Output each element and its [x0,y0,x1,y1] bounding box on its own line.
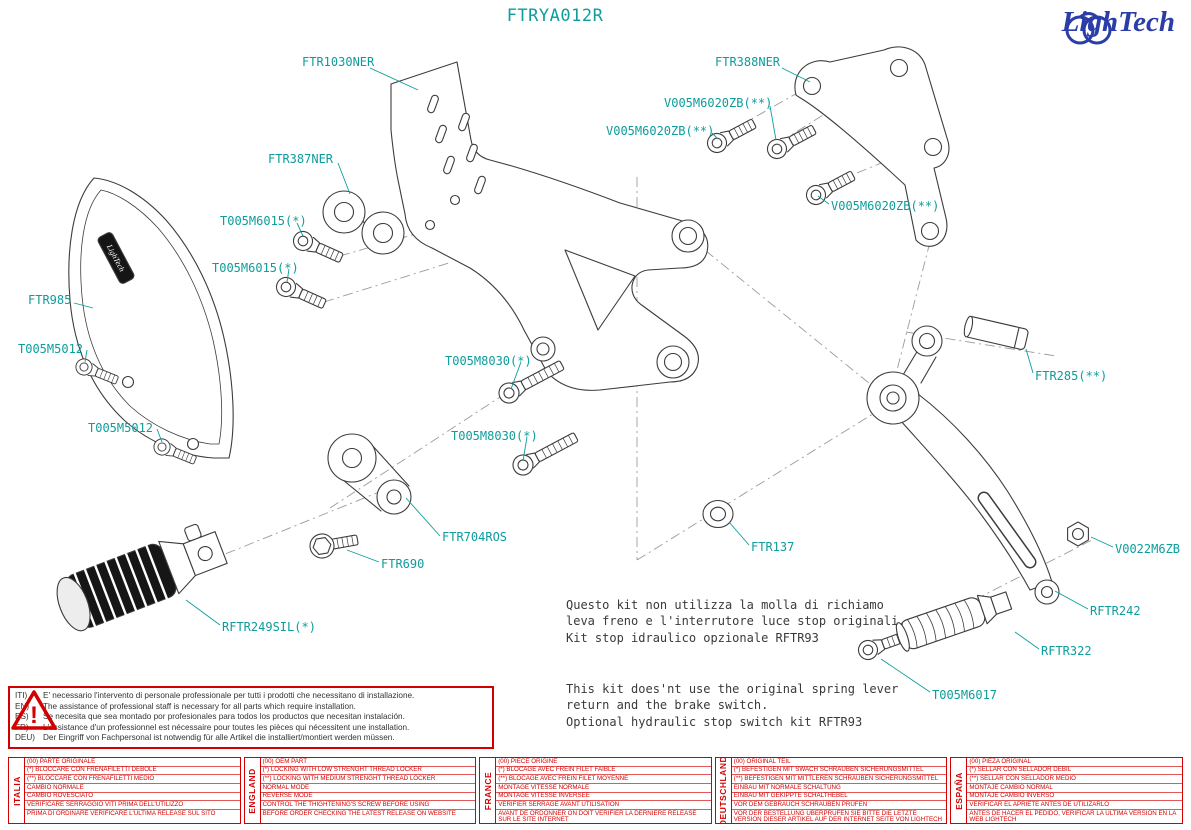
part-label-rftr322: RFTR322 [1041,644,1092,658]
legend-row: (**) SELLAR CON SELLADOR MEDIO [967,774,1182,783]
brand-logo-icon [1065,12,1112,45]
legend-row: (00) PIECE ORIGINE [498,757,558,765]
part-link-plate [327,433,412,515]
legend-country-label: FRANCE [480,758,497,823]
part-hex-bolt [309,533,359,559]
legend-row: (**) BEFESTIGEN MIT MITTLEREN SCHRAUBEN … [731,774,947,783]
part-pivot-pin [963,315,1029,350]
legend-row: ANTES DE HACER EL PEDIDO, VERIFICAR LA U… [967,809,1182,823]
legend-row: VOR DER BESTELLUNG UBERPRUFEN SIE BITTE … [731,809,947,823]
legend-box-espana: ESPAÑA (00) PIEZA ORIGINAL (*) SELLAR CO… [950,757,1183,824]
warning-box: ! ITI)E' necessario l'intervento di pers… [8,686,494,749]
legend-row: VOR DEM GEBRAUCH SCHRAUBEN PRÜFEN [731,800,947,809]
legend-row: (*) BEFESTIGEN MIT SWACH SCHRAUBEN SICHE… [731,765,947,775]
legend-country-label: DEUTSCHLAND [716,758,732,823]
part-main-plate [390,61,709,391]
part-heel-guard: LighTech [68,177,234,459]
legend-country-label: ITALIA [9,758,25,823]
warning-text: ITI)E' necessario l'intervento di person… [15,691,487,744]
legend-row: MONTAJE CAMBIO INVERSO [967,791,1182,801]
legend-row: MONTAGE VITESSE NORMALE [496,783,711,792]
part-label-t005m6015-2: T005M6015(*) [212,261,299,275]
legend-row: (*) BLOCCARE CON FRENAFILETTI DEBOLE [25,765,240,775]
part-shift-lever [866,325,1060,605]
legend-box-italia: ITALIA (00) PARTE ORIGINALE (*) BLOCCARE… [8,757,241,824]
legend-strip: ITALIA (00) PARTE ORIGINALE (*) BLOCCARE… [8,757,1183,824]
legend-row: (*) SELLAR CON SELLADOR DEBIL [967,765,1182,775]
part-label-t005m6015-1: T005M6015(*) [220,214,307,228]
legend-row: EINBAU MIT GEKIPPTE SCHALTHEBEL [731,791,947,801]
warning-triangle-icon: ! [11,690,57,730]
legend-row: (*) LOCKING WITH LOW STRENGHT THREAD LOC… [260,765,476,775]
leader-lines [73,67,1114,693]
legend-row: EINBAU MIT NORMALE SCHALTUNG [731,783,947,792]
legend-row: (**) LOCKING WITH MEDIUM STRENGHT THREAD… [260,774,476,783]
part-clamp [322,190,405,255]
part-label-v005m6020zb-3: V005M6020ZB(**) [831,199,940,213]
legend-row: PRIMA DI ORDINARE VERIFICARE L'ULTIMA RE… [25,809,240,818]
legend-row: (00) PARTE ORIGINALE [27,757,96,765]
legend-row: VERIFIER SERRAGE AVANT UTILISATION [496,800,711,809]
page-title: FTRYA012R [506,6,604,26]
legend-row: REVERSE MODE [260,791,476,801]
part-nut [1067,521,1089,547]
legend-row: VERIFICAR EL APRIETE ANTES DE UTILIZARLO [967,800,1182,809]
brand-logo-text: LighTech [1061,6,1175,38]
legend-row: MONTAGE VITESSE INVERSEE [496,791,711,801]
legend-row: CONTROL THE THIGHTENING'S SCREW BEFORE U… [260,800,476,809]
warning-row: ES)Se necesita que sea montado por profe… [15,712,405,722]
part-washer [702,499,734,529]
note-italian: Questo kit non utilizza la molla di rich… [566,598,906,645]
legend-row: BEFORE ORDER CHECKING THE LATEST RELEASE… [260,809,476,818]
legend-row: (**) BLOCAGE AVEC FREIN FILET MOYENNE [496,774,711,783]
legend-row: MONTAJE CAMBIO NORMAL [967,783,1182,792]
part-label-ftr1030ner: FTR1030NER [302,55,375,69]
svg-text:!: ! [30,702,38,729]
legend-row: (**) BLOCCARE CON FRENAFILETTI MEDIO [25,774,240,783]
legend-box-england: ENGLAND (00) OEM PART (*) LOCKING WITH L… [243,757,477,824]
part-label-v005m6020zb-2: V005M6020ZB(**) [606,124,715,138]
legend-row: CAMBIO ROVESCIATO [25,791,240,801]
part-label-v005m6020zb-1: V005M6020ZB(**) [664,96,773,110]
part-label-t005m8030-2: T005M8030(*) [451,429,538,443]
note-english: This kit does'nt use the original spring… [566,682,899,729]
legend-country-label: ESPAÑA [951,758,968,823]
part-label-ftr137: FTR137 [751,540,795,554]
part-label-ftr388ner: FTR388NER [715,55,781,69]
legend-row: (00) OEM PART [262,757,308,765]
part-shift-peg [895,591,1013,652]
part-label-ftr704ros: FTR704ROS [442,530,508,544]
part-label-rftr242: RFTR242 [1090,604,1141,618]
part-label-t005m5012-2: T005M5012 [88,421,154,435]
warning-row: EN)The assistance of professional staff … [15,701,356,711]
part-label-ftr285: FTR285(**) [1035,369,1108,383]
part-label-t005m5012-1: T005M5012 [18,342,84,356]
legend-row: (00) PIEZA ORIGINAL [969,757,1031,765]
legend-box-france: FRANCE (00) PIECE ORIGINE (*) BLOCAGE AV… [479,757,712,824]
warning-row: DEU)Der Eingriff von Fachpersonal ist no… [15,733,395,743]
legend-row: NORMAL MODE [260,783,476,792]
legend-box-deutschland: DEUTSCHLAND (00) ORIGINAL TEIL (*) BEFES… [714,757,948,824]
legend-row: (00) ORIGINAL TEIL [733,757,791,765]
legend-row: (*) BLOCAGE AVEC FREIN FILET FAIBLE [496,765,711,775]
part-label-ftr985: FTR985 [28,293,72,307]
warning-row: FR)L'assistance d'un professionnel est n… [15,722,410,732]
part-label-rftr249sil: RFTR249SIL(*) [222,620,316,634]
legend-country-label: ENGLAND [245,758,261,823]
part-label-ftr387ner: FTR387NER [268,152,334,166]
legend-row: CAMBIO NORMALE [25,783,240,792]
part-label-t005m6017: T005M6017 [932,688,998,702]
part-top-bracket [794,46,950,247]
legend-row: AVANT DE ORDONNER ON DOIT VERIFIER LA DE… [496,809,711,823]
warning-row: ITI)E' necessario l'intervento di person… [15,690,415,700]
part-footpeg [56,523,228,632]
part-label-ftr690: FTR690 [381,557,425,571]
brand-logo: LighTech [1061,6,1175,45]
legend-row: VERIFICARE SERRAGGIO VITI PRIMA DELL'UTI… [25,800,240,809]
part-label-t005m8030-1: T005M8030(*) [445,354,532,368]
part-label-v0022m6zb: V0022M6ZB [1115,542,1181,556]
